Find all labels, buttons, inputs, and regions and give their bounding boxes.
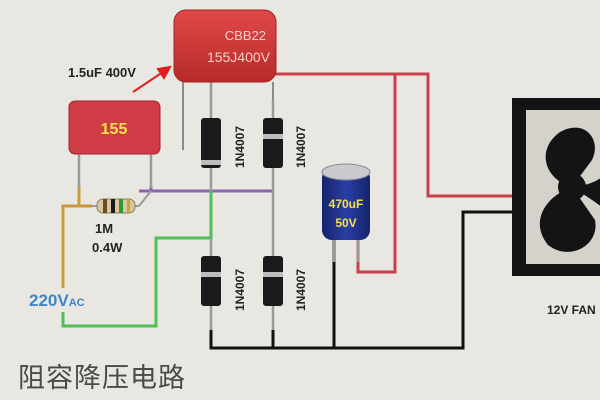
film-cap-code: 155J400V [207, 49, 271, 65]
film-cap-brand: CBB22 [225, 28, 266, 43]
diode-4-label: 1N4007 [294, 269, 308, 311]
diode-1 [201, 118, 221, 168]
diode-1-label: 1N4007 [233, 126, 247, 168]
diode-3 [201, 256, 221, 306]
diode-3-label: 1N4007 [233, 269, 247, 311]
electrolytic-capacitor: 470uF 50V [321, 163, 371, 262]
red-cap-code: 155 [101, 121, 128, 138]
red-wires [273, 72, 512, 274]
film-capacitor: CBB22 155J400V [173, 9, 277, 83]
electrolytic-voltage: 50V [335, 216, 356, 230]
fan-label: 12V FAN [547, 303, 596, 317]
diode-2 [263, 118, 283, 168]
diode-2-label: 1N4007 [294, 126, 308, 168]
fan-icon [512, 98, 600, 276]
purple-wires [139, 186, 273, 193]
red-capacitor: 155 [68, 100, 161, 155]
resistor-power: 0.4W [92, 240, 123, 255]
diagram-title: 阻容降压电路 [18, 363, 186, 394]
film-cap-legs [182, 82, 274, 150]
arrow-icon [132, 65, 172, 93]
green-wires [61, 190, 213, 328]
electrolytic-capacitance: 470uF [329, 197, 364, 211]
red-cap-legs [77, 150, 153, 188]
ac-input-suffix: AC [69, 297, 85, 309]
orange-wires [61, 186, 92, 288]
diode-stems [209, 80, 275, 330]
resistor-value: 1M [95, 221, 113, 236]
film-cap-rating-label: 1.5uF 400V [68, 65, 136, 80]
ac-input-label: 220VAC [29, 291, 85, 310]
diode-4 [263, 256, 283, 306]
ac-input-main: 220V [29, 291, 69, 310]
resistor [92, 190, 152, 214]
